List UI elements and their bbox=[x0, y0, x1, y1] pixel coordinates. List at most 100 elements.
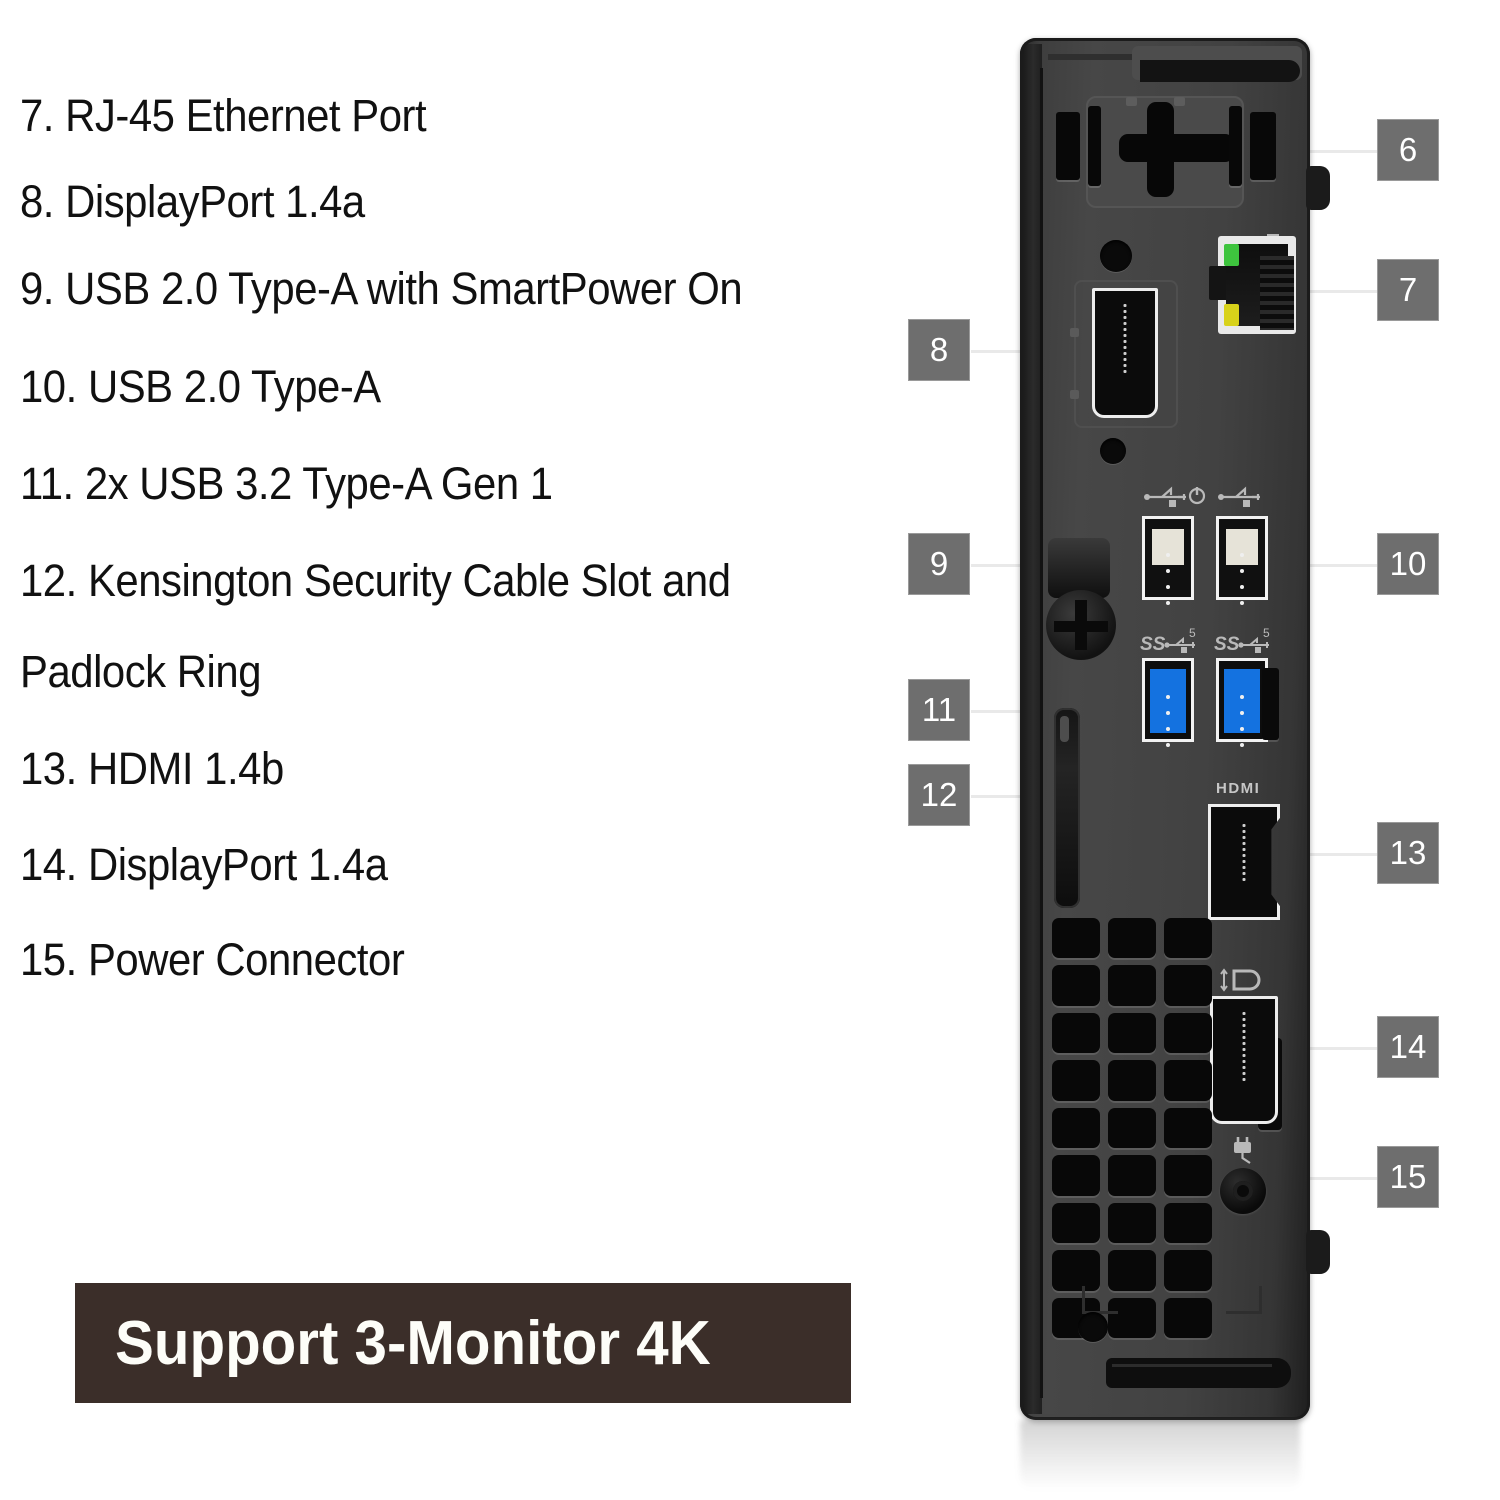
leader-line-13 bbox=[1255, 853, 1383, 856]
svg-text:SS: SS bbox=[1140, 634, 1166, 654]
callout-15[interactable]: 15 bbox=[1377, 1146, 1439, 1208]
chassis-edge-seam bbox=[1040, 68, 1043, 1398]
feature-item: 9. USB 2.0 Type-A with SmartPower On bbox=[20, 263, 743, 315]
vent-cell bbox=[1052, 1107, 1100, 1149]
chassis-foot bbox=[1106, 1358, 1291, 1388]
hdmi-label: HDMI bbox=[1216, 780, 1261, 797]
chassis-left-edge bbox=[1020, 44, 1042, 1414]
power-connector bbox=[1220, 1168, 1266, 1214]
displayport-top-recess bbox=[1074, 280, 1178, 428]
callout-8[interactable]: 8 bbox=[908, 319, 970, 381]
vent-cell bbox=[1052, 965, 1100, 1006]
vent-cell bbox=[1164, 1155, 1212, 1196]
recess-nub bbox=[1126, 97, 1137, 106]
recess-nub bbox=[1174, 97, 1185, 106]
vent-cell bbox=[1052, 1202, 1100, 1244]
callout-number: 15 bbox=[1389, 1158, 1427, 1195]
usb-superspeed-icon: SS 5 bbox=[1214, 628, 1270, 654]
chassis-side-nub bbox=[1306, 1230, 1330, 1274]
callout-9[interactable]: 9 bbox=[908, 533, 970, 595]
leader-line-7 bbox=[1290, 290, 1382, 293]
vent-slat bbox=[1250, 112, 1276, 180]
vent-cell bbox=[1108, 1202, 1156, 1244]
callout-13[interactable]: 13 bbox=[1377, 822, 1439, 884]
feature-item: 11. 2x USB 3.2 Type-A Gen 1 bbox=[20, 457, 553, 509]
usb-contacts bbox=[1240, 541, 1244, 617]
feature-item: 7. RJ-45 Ethernet Port bbox=[20, 90, 427, 141]
lid-track bbox=[1048, 54, 1140, 60]
vent-slat bbox=[1229, 106, 1242, 186]
vent-cell bbox=[1164, 1250, 1212, 1291]
vent-cell bbox=[1164, 1012, 1212, 1054]
hdmi-pins bbox=[1242, 821, 1246, 884]
callout-number: 14 bbox=[1389, 1028, 1427, 1065]
leader-line-14 bbox=[1248, 1047, 1383, 1050]
vent-cell bbox=[1108, 918, 1156, 959]
rj45-contact-fins bbox=[1260, 256, 1294, 330]
vent-cell bbox=[1108, 1107, 1156, 1149]
vent-cell bbox=[1108, 1155, 1156, 1196]
usb2-port bbox=[1216, 516, 1268, 605]
power-connector-pin bbox=[1233, 1181, 1253, 1201]
callout-number: 10 bbox=[1389, 545, 1427, 582]
callout-6[interactable]: 6 bbox=[1377, 119, 1439, 181]
vent-cell bbox=[1052, 918, 1100, 959]
leader-line-10 bbox=[1245, 564, 1385, 567]
callout-7[interactable]: 7 bbox=[1377, 259, 1439, 321]
promo-banner: Support 3-Monitor 4K bbox=[75, 1283, 851, 1403]
corner-mark bbox=[1082, 1286, 1118, 1314]
device-rear-panel-illustration: SS 5 SS 5 bbox=[1010, 38, 1330, 1438]
feature-item: 15. Power Connector bbox=[20, 934, 405, 986]
vesa-cross-cutout-arm bbox=[1119, 134, 1234, 162]
rj45-ethernet-port bbox=[1209, 236, 1296, 334]
usb-superspeed-icon: SS 5 bbox=[1140, 628, 1196, 654]
lid-recess bbox=[1140, 60, 1300, 82]
callout-14[interactable]: 14 bbox=[1377, 1016, 1439, 1078]
rj45-link-led bbox=[1224, 244, 1239, 266]
displayport-icon bbox=[1220, 968, 1261, 992]
vent-cell bbox=[1108, 1250, 1156, 1291]
chassis-outline bbox=[1020, 38, 1310, 1420]
svg-text:5: 5 bbox=[1189, 628, 1196, 640]
vent-cell bbox=[1108, 1060, 1156, 1101]
displayport-top bbox=[1092, 288, 1158, 418]
vent-cell bbox=[1108, 965, 1156, 1006]
usb-contacts bbox=[1166, 683, 1170, 759]
callout-12[interactable]: 12 bbox=[908, 764, 970, 826]
feature-item: 10. USB 2.0 Type-A bbox=[20, 361, 381, 413]
displayport-pins bbox=[1123, 301, 1127, 376]
padlock-ring-highlight bbox=[1060, 716, 1069, 742]
vent-slat bbox=[1088, 106, 1101, 186]
feature-list: 7. RJ-45 Ethernet Port 8. DisplayPort 1.… bbox=[20, 92, 920, 984]
thumbscrew-cap bbox=[1048, 538, 1110, 598]
feature-item: 8. DisplayPort 1.4a bbox=[20, 175, 365, 227]
vent-cell bbox=[1052, 1155, 1100, 1196]
promo-banner-text: Support 3-Monitor 4K bbox=[115, 1308, 711, 1378]
callout-number: 11 bbox=[921, 691, 957, 728]
vent-cell bbox=[1052, 1060, 1100, 1101]
vent-cell bbox=[1164, 1107, 1212, 1149]
chassis-hole bbox=[1078, 1312, 1108, 1342]
hdmi-port bbox=[1208, 804, 1280, 920]
usb-tongue bbox=[1226, 529, 1258, 565]
recess-nub bbox=[1070, 328, 1079, 337]
vent-slat bbox=[1056, 112, 1080, 180]
recess-nub bbox=[1070, 390, 1079, 399]
vent-cell bbox=[1164, 1060, 1212, 1101]
power-plug-icon bbox=[1234, 1137, 1251, 1164]
vent-cell bbox=[1164, 1202, 1212, 1244]
usb-contacts bbox=[1240, 683, 1244, 759]
corner-mark bbox=[1226, 1286, 1262, 1314]
chassis-slot bbox=[1262, 668, 1279, 740]
callout-number: 9 bbox=[929, 545, 949, 582]
callout-number: 7 bbox=[1398, 271, 1418, 308]
vent-cell bbox=[1052, 1012, 1100, 1054]
callout-11[interactable]: 11 bbox=[908, 679, 970, 741]
rj45-activity-led bbox=[1224, 304, 1239, 326]
chassis-hole bbox=[1100, 240, 1132, 272]
usb-icon bbox=[1218, 486, 1260, 507]
callout-number: 8 bbox=[929, 331, 949, 368]
callout-10[interactable]: 10 bbox=[1377, 533, 1439, 595]
vent-cell bbox=[1052, 1250, 1100, 1291]
device-reflection bbox=[1020, 1420, 1300, 1490]
